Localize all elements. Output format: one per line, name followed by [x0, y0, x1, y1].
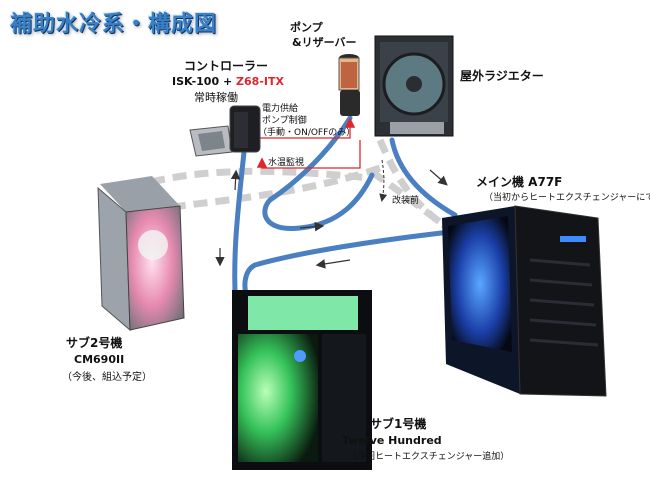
- sub1-model: Twelve Hundred: [342, 434, 442, 447]
- sub2-pc-panel: [125, 205, 185, 331]
- before-mod-arrow: [379, 159, 388, 202]
- controller-case-face: [234, 112, 248, 148]
- sub1-pc-radiator: [248, 296, 358, 330]
- main-pc-note: （当初からヒートエクスチェンジャーにて接続）: [484, 193, 650, 203]
- controller-device: [189, 105, 261, 157]
- controller-heading: コントローラー: [184, 59, 269, 73]
- signal-pump-control: ポンプ制御: [262, 116, 307, 126]
- sub1-pc-light: [294, 350, 306, 362]
- sub1-pc-case: [232, 290, 372, 470]
- main-pc-vents: [529, 258, 599, 347]
- radiator-base: [390, 122, 444, 134]
- flow-arrow-main-out: [315, 259, 351, 269]
- controller-mode: 常時稼働: [194, 91, 238, 104]
- pump-label-line1: ポンプ: [290, 21, 323, 34]
- controller-model-prefix: ISK-100 +: [172, 75, 236, 88]
- dashed-route-main-lower: [376, 138, 443, 225]
- sub2-pc-fan: [138, 230, 168, 260]
- sub2-model: CM690II: [74, 353, 125, 366]
- signal-temp-line: [256, 140, 361, 169]
- main-pc-front-light: [560, 236, 586, 242]
- signal-lines: [256, 117, 361, 169]
- pump-label-line2: &リザーバー: [292, 36, 357, 49]
- sub2-pc-case: [97, 176, 185, 332]
- tube-radiator-to-main: [389, 137, 458, 218]
- reservoir-liquid: [341, 62, 357, 88]
- controller-model-highlight: Z68-ITX: [236, 75, 284, 88]
- main-pc-name: メイン機 A77F: [476, 175, 563, 189]
- pump-reservoir: [338, 54, 360, 116]
- sub2-name: サブ2号機: [66, 336, 123, 350]
- outdoor-radiator: [374, 35, 454, 137]
- controller-model: ISK-100 + Z68-ITX: [172, 75, 284, 89]
- radiator-fan-hub: [406, 76, 422, 92]
- radiator-label: 屋外ラジエター: [460, 69, 544, 83]
- main-pc-case: [442, 205, 607, 397]
- main-pc-panel: [448, 216, 512, 352]
- sub2-note: （今後、組込予定）: [62, 372, 152, 383]
- signal-temp: 水温監視: [268, 158, 305, 168]
- sub2-pc-top: [100, 176, 180, 212]
- flow-arrows: [215, 169, 448, 269]
- controller-plate-inner: [198, 131, 225, 151]
- sub1-pc-interior: [238, 334, 318, 462]
- signal-power-line: [256, 117, 356, 139]
- flow-arrow-radiator: [429, 169, 448, 186]
- sub1-pc-bay: [322, 334, 366, 462]
- dashed-route-sub2-upper: [128, 167, 371, 192]
- sub1-note: （今回ヒートエクスチェンジャー追加）: [348, 452, 510, 462]
- pump-body: [340, 90, 360, 116]
- tube-main-to-sub1: [242, 229, 453, 303]
- signal-manual-note: （手動・ON/OFFのみ）: [258, 128, 356, 138]
- flow-arrow-loop: [299, 221, 325, 232]
- diagram-title: 補助水冷系・構成図: [10, 12, 218, 37]
- before-mod-label: 改装前: [392, 196, 420, 206]
- signal-power: 電力供給: [262, 104, 299, 114]
- tube-pump-to-controller-area: [262, 115, 375, 231]
- water-tubes: [232, 115, 458, 318]
- flow-arrow-controller: [230, 169, 241, 191]
- sub1-name: サブ1号機: [370, 417, 427, 431]
